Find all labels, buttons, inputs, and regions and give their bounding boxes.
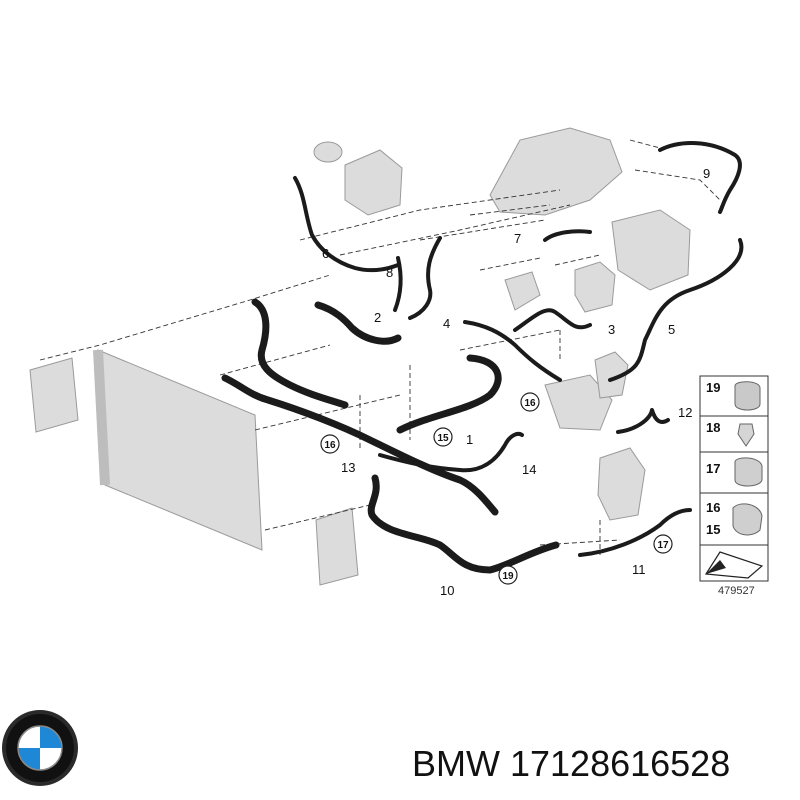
- part-number-caption: BMW 17128616528: [412, 743, 730, 784]
- coolant-reservoir: [574, 261, 616, 313]
- arrow-head-icon: [706, 560, 726, 574]
- hose-14b: [378, 431, 524, 473]
- legend-item-18: 18: [706, 420, 720, 435]
- circled-callout-16b: 16: [324, 440, 336, 451]
- hose-top-junction: [463, 320, 562, 382]
- drawing-number: 479527: [718, 585, 755, 597]
- hose-10: [367, 474, 560, 574]
- callout-1: 1: [466, 432, 473, 447]
- callout-8: 8: [386, 265, 393, 280]
- circled-callout-15: 15: [437, 433, 449, 444]
- callout-2: 2: [374, 310, 381, 325]
- pump-body: [594, 351, 629, 399]
- arrow-icon: [704, 551, 764, 579]
- legend-item-19: 19: [706, 380, 720, 395]
- lower-tank: [597, 447, 646, 521]
- legend-item-15: 15: [706, 522, 720, 537]
- callout-11: 11: [632, 562, 646, 577]
- callout-7: 7: [514, 231, 521, 246]
- legend-panel: 19 18 17 16 15 479527: [699, 375, 769, 597]
- callout-5: 5: [668, 322, 675, 337]
- electric-pump: [544, 374, 613, 431]
- water-pump: [344, 149, 403, 216]
- clamp-16-15-icon: [732, 503, 763, 536]
- auxiliary-cooler-bottom: [315, 507, 359, 586]
- hose-8: [393, 256, 403, 312]
- hose-14: [221, 374, 499, 516]
- auxiliary-cooler-left: [29, 357, 79, 433]
- legend-item-16: 16: [706, 500, 720, 515]
- legend-item-17: 17: [706, 461, 720, 476]
- hose-11: [578, 508, 692, 557]
- clip-18-icon: [737, 423, 755, 447]
- hose-5: [608, 238, 744, 382]
- expansion-tank: [611, 209, 691, 291]
- hose-1: [396, 354, 502, 434]
- hose-9: [658, 141, 742, 214]
- clamp-19-icon: [734, 381, 761, 411]
- callout-9: 9: [703, 166, 710, 181]
- hose-6: [293, 176, 400, 273]
- hose-12: [616, 408, 670, 434]
- clamp-17-icon: [734, 457, 763, 487]
- bmw-logo: [2, 710, 78, 786]
- callout-labels: 1 2 3 4 5 6 7 8 9 10 11 12 13 14: [322, 166, 710, 598]
- radiator: [97, 349, 263, 551]
- engine-intake-manifold: [489, 127, 623, 216]
- hose-13: [251, 298, 349, 409]
- callout-4: 4: [443, 316, 450, 331]
- hose-3: [513, 308, 592, 332]
- callout-3: 3: [608, 322, 615, 337]
- circled-callout-17: 17: [657, 540, 669, 551]
- pump-cap: [313, 141, 343, 163]
- hose-2: [314, 301, 402, 345]
- valve-block: [504, 271, 541, 311]
- hoses: [221, 141, 744, 574]
- callout-14: 14: [522, 462, 536, 477]
- hose-7: [543, 229, 592, 242]
- parts-background: [29, 127, 691, 586]
- circled-callouts: 16 15 16 17 19: [320, 392, 673, 585]
- circled-callout-16a: 16: [524, 398, 536, 409]
- callout-12: 12: [678, 405, 692, 420]
- hose-4: [408, 236, 442, 320]
- callout-6: 6: [322, 246, 329, 261]
- callout-10: 10: [440, 583, 454, 598]
- callout-13: 13: [341, 460, 355, 475]
- circled-callout-19: 19: [502, 571, 514, 582]
